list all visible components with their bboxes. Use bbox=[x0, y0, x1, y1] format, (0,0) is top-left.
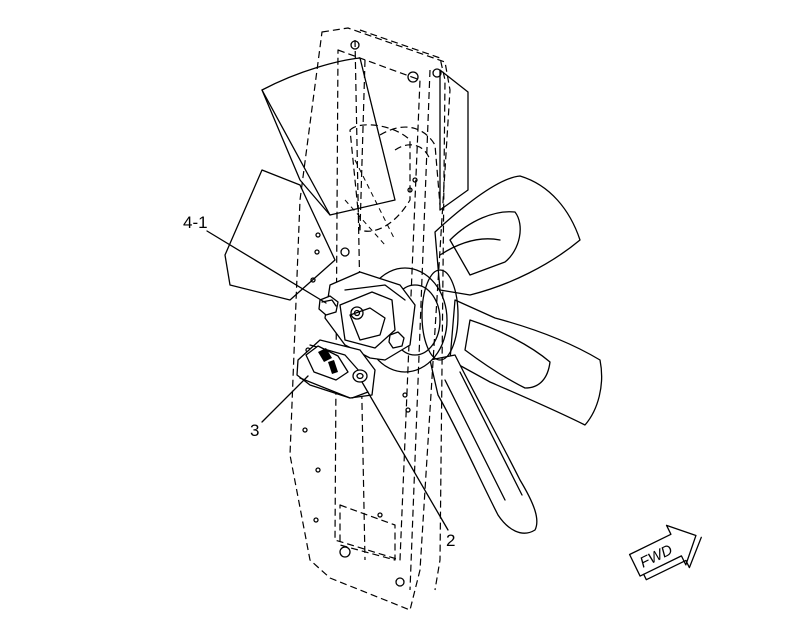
bolt-4-1 bbox=[318, 295, 339, 316]
mounting-frame bbox=[289, 27, 451, 611]
fwd-arrow-icon: FWD bbox=[628, 524, 702, 581]
fan-blade-lower bbox=[429, 354, 538, 534]
callout-leaders bbox=[206, 230, 449, 531]
callout-2: 2 bbox=[446, 531, 455, 550]
fan-blade-lower-right bbox=[449, 299, 603, 426]
frame-back-plate bbox=[359, 29, 446, 591]
frame-bolt-holes bbox=[302, 40, 442, 587]
frame-front-plate bbox=[289, 27, 451, 611]
fan-blade-upper-right bbox=[439, 69, 469, 211]
leader-3 bbox=[261, 375, 309, 423]
tensioner-arm bbox=[339, 291, 396, 349]
bolt-2 bbox=[352, 369, 368, 383]
leader-4-1 bbox=[206, 230, 327, 304]
callout-4-1: 4-1 bbox=[183, 213, 208, 232]
leader-2 bbox=[361, 381, 449, 531]
callout-3: 3 bbox=[250, 421, 259, 440]
tensioner-assembly bbox=[296, 271, 416, 399]
clamp-housing-3 bbox=[296, 339, 376, 399]
fan-blade-left bbox=[224, 169, 336, 301]
fan-blade-right bbox=[434, 175, 581, 296]
